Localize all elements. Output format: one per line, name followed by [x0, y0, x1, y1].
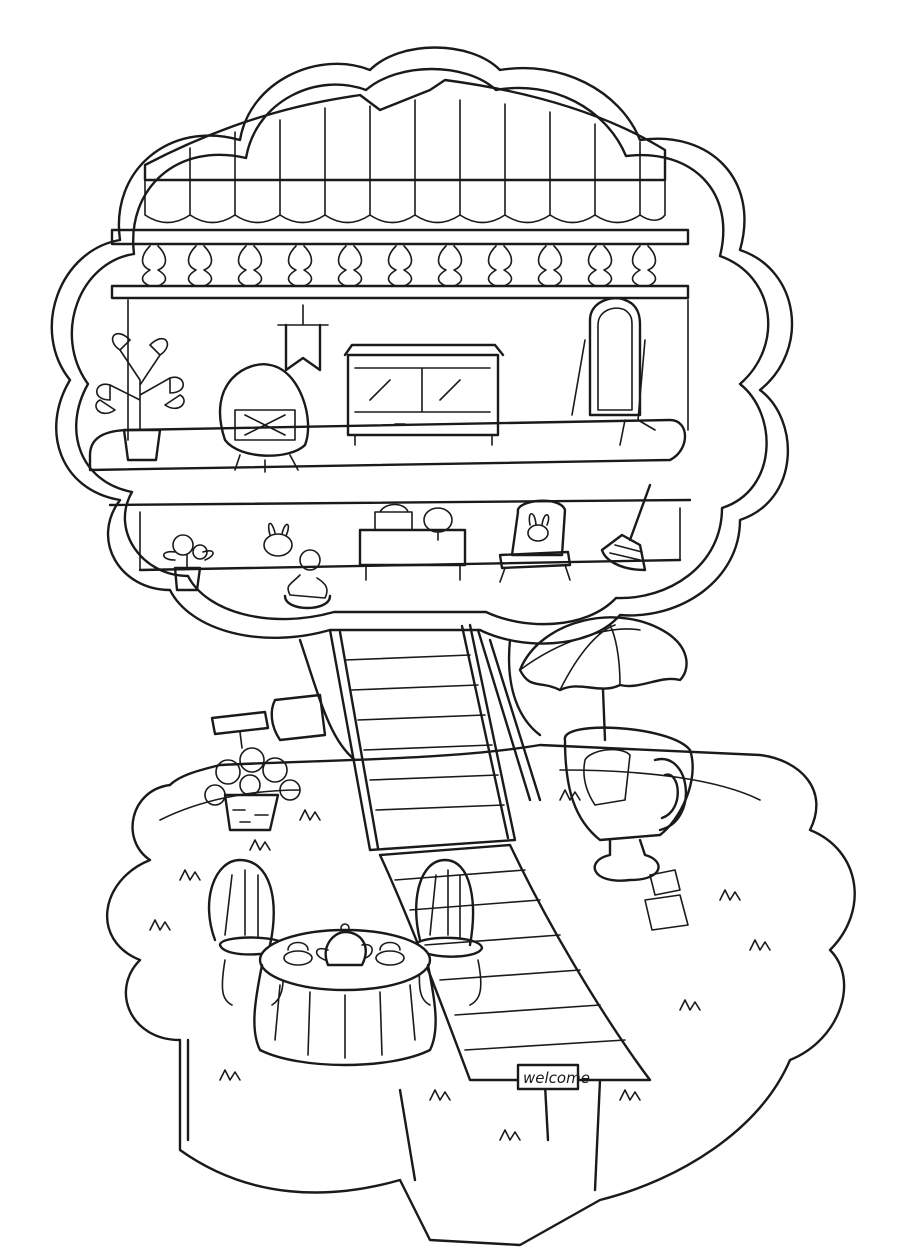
welcome-sign-text: welcome	[523, 1069, 590, 1087]
teacup-chair-icon	[563, 726, 694, 931]
tree-canopy	[50, 46, 794, 645]
grass-tufts	[149, 789, 771, 1141]
tea-table-icon	[253, 923, 437, 1067]
welcome-sign-icon: welcome	[516, 1063, 590, 1142]
lower-room	[138, 507, 682, 572]
broom-icon	[600, 483, 652, 572]
mirror-icon	[571, 297, 656, 446]
parasol-icon	[518, 616, 688, 742]
tree-trunk	[270, 638, 542, 762]
flower-planter-icon	[204, 710, 301, 832]
egg-chair-icon	[218, 363, 310, 473]
striped-awning	[143, 78, 667, 224]
banner-icon	[277, 304, 329, 372]
garden-base	[105, 743, 856, 1247]
upper-room	[88, 299, 692, 507]
flower-pot-icon	[162, 534, 214, 592]
potted-plant-icon	[95, 333, 185, 462]
cafe-chair-icon	[413, 858, 484, 1006]
bunny-toy-icon	[263, 522, 332, 610]
bunny-chair-icon	[498, 499, 572, 583]
balcony-railing	[110, 228, 690, 300]
sideboard-icon	[343, 343, 505, 446]
cafe-chair-icon	[207, 858, 287, 1006]
bread-table-icon	[358, 503, 467, 581]
staircase	[328, 623, 542, 852]
